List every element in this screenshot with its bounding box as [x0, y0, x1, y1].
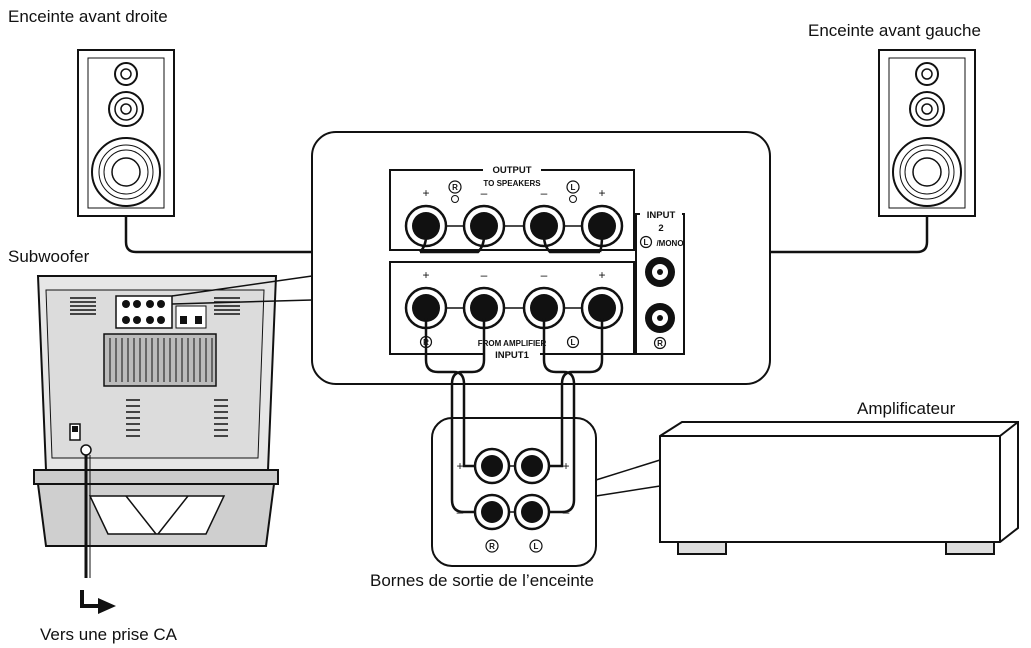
input1-r-plus: + [422, 268, 429, 282]
amp-l-letter: L [534, 542, 539, 551]
terminal-output-r-plus[interactable] [404, 204, 448, 248]
output-r-marker [448, 180, 462, 194]
output-terminals [404, 204, 624, 248]
input2-r-letter: R [657, 339, 663, 348]
amp-r-letter: R [489, 542, 495, 551]
output-l-minus: – [541, 186, 548, 200]
input1-title: INPUT1 [495, 350, 530, 361]
label-speaker-terminals: Bornes de sortie de l’enceinte [370, 571, 594, 590]
terminal-input1-l-plus[interactable] [580, 286, 624, 330]
label-amplifier: Amplificateur [857, 399, 956, 418]
terminal-input1-r-minus[interactable] [462, 286, 506, 330]
input2-jack-l[interactable] [645, 257, 675, 287]
arrow-right-icon [80, 590, 116, 614]
output-l-plus: + [598, 186, 605, 200]
input2-mono: /MONO [656, 239, 683, 248]
label-speaker-right: Enceinte avant droite [8, 7, 168, 26]
amp-l-marker [529, 539, 543, 553]
power-cord [80, 455, 116, 614]
amp-r-marker [485, 539, 499, 553]
input1-l-letter: L [571, 338, 576, 347]
output-r-letter: R [452, 183, 458, 192]
output-r-minus: – [481, 186, 488, 200]
output-title: OUTPUT [492, 165, 531, 176]
output-subtitle: TO SPEAKERS [483, 179, 541, 188]
terminal-amp-l-plus[interactable] [513, 447, 551, 485]
terminal-amp-r-minus[interactable] [473, 493, 511, 531]
input1-from-amp: FROM AMPLIFIER [478, 339, 547, 348]
input2-r-marker [653, 336, 667, 350]
input2-l-marker [639, 235, 653, 249]
terminal-output-r-minus[interactable] [462, 204, 506, 248]
amp-cables [424, 318, 604, 514]
terminal-amp-l-minus[interactable] [513, 493, 551, 531]
speaker-front-right [77, 49, 175, 217]
label-speaker-left: Enceinte avant gauche [808, 21, 981, 40]
input2-l-letter: L [644, 238, 649, 247]
output-l-marker [566, 180, 580, 194]
input1-l-plus: + [598, 268, 605, 282]
terminal-amp-r-plus[interactable] [473, 447, 511, 485]
speaker-cables [124, 216, 929, 254]
input1-terminals [404, 286, 624, 330]
input2-jack-r[interactable] [645, 303, 675, 333]
input2-number: 2 [658, 223, 663, 234]
label-subwoofer: Subwoofer [8, 247, 90, 266]
amp-terminals-zoom [431, 417, 597, 567]
speaker-front-left [878, 49, 976, 217]
subwoofer [33, 275, 279, 547]
amplifier [659, 421, 1019, 555]
output-r-plus: + [422, 186, 429, 200]
terminal-input1-r-plus[interactable] [404, 286, 448, 330]
amp-l-plus: + [562, 459, 569, 473]
amp-r-plus: + [456, 459, 463, 473]
label-ac-outlet: Vers une prise CA [40, 625, 178, 644]
callout-amplifier [595, 459, 661, 497]
input1-l-marker [566, 335, 580, 349]
callout-subwoofer [171, 275, 313, 305]
output-cable-ends [419, 235, 604, 254]
input1-l-minus: – [541, 268, 548, 282]
terminal-output-l-minus[interactable] [522, 204, 566, 248]
input1-r-minus: – [481, 268, 488, 282]
output-l-letter: L [571, 183, 576, 192]
input2-title: INPUT [647, 210, 676, 221]
